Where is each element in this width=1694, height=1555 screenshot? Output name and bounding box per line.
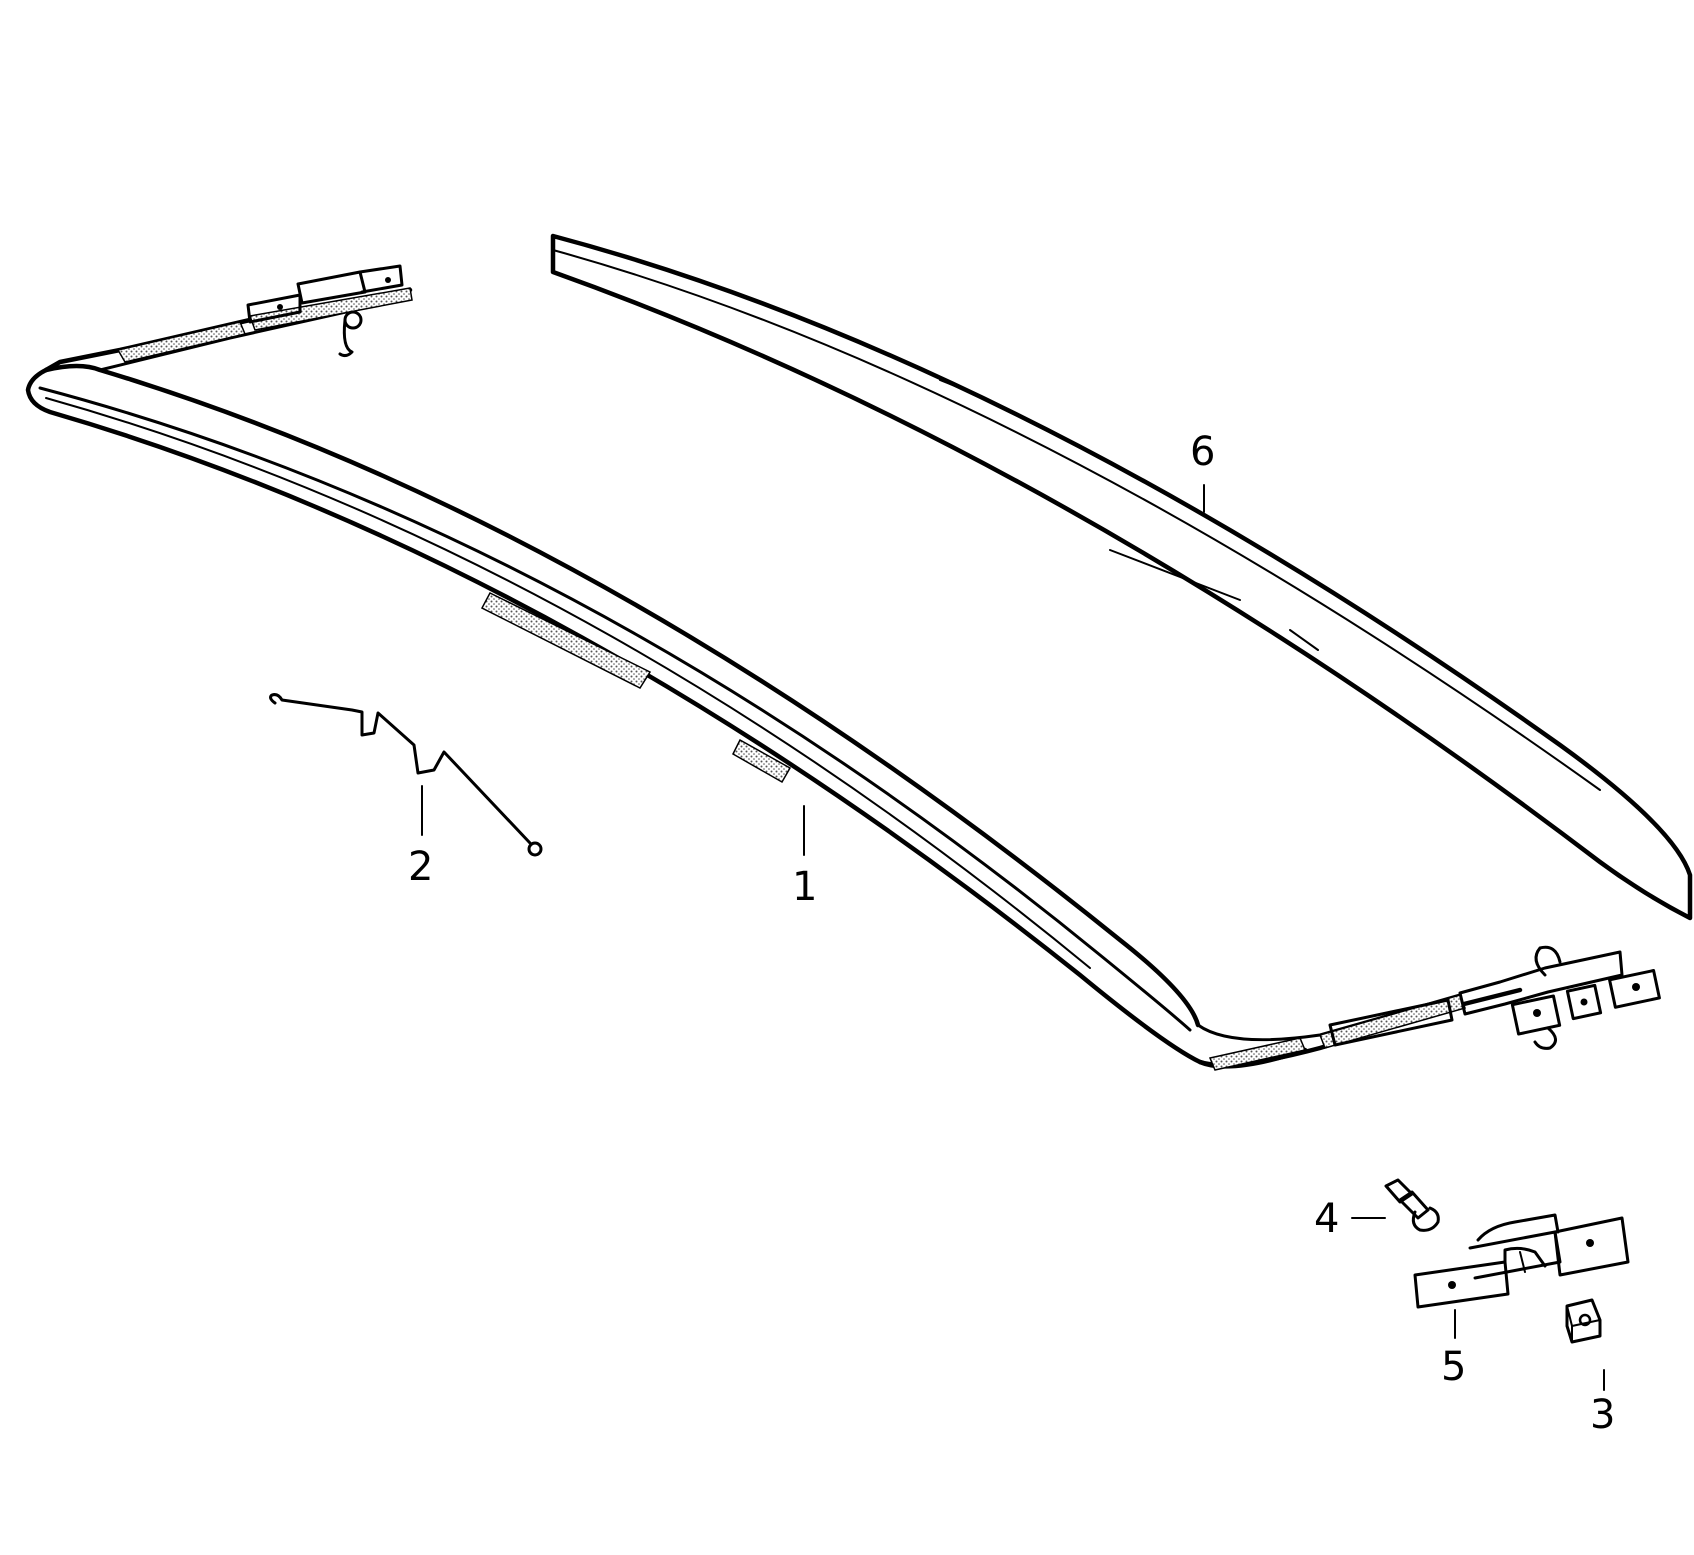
bolt bbox=[1384, 1178, 1440, 1232]
callout-2: 2 bbox=[408, 844, 433, 890]
moulding-strip bbox=[550, 233, 1693, 921]
callout-3: 3 bbox=[1590, 1392, 1615, 1438]
callout-6: 6 bbox=[1190, 429, 1215, 475]
square-nut bbox=[1565, 1298, 1602, 1344]
callout-4: 4 bbox=[1314, 1196, 1339, 1242]
leader-lines bbox=[421, 484, 1605, 1391]
wire-spring bbox=[269, 693, 543, 857]
frame-rail bbox=[25, 264, 1661, 1071]
callout-1: 1 bbox=[792, 864, 817, 910]
bracket bbox=[1413, 1213, 1630, 1309]
callout-5: 5 bbox=[1441, 1344, 1466, 1390]
